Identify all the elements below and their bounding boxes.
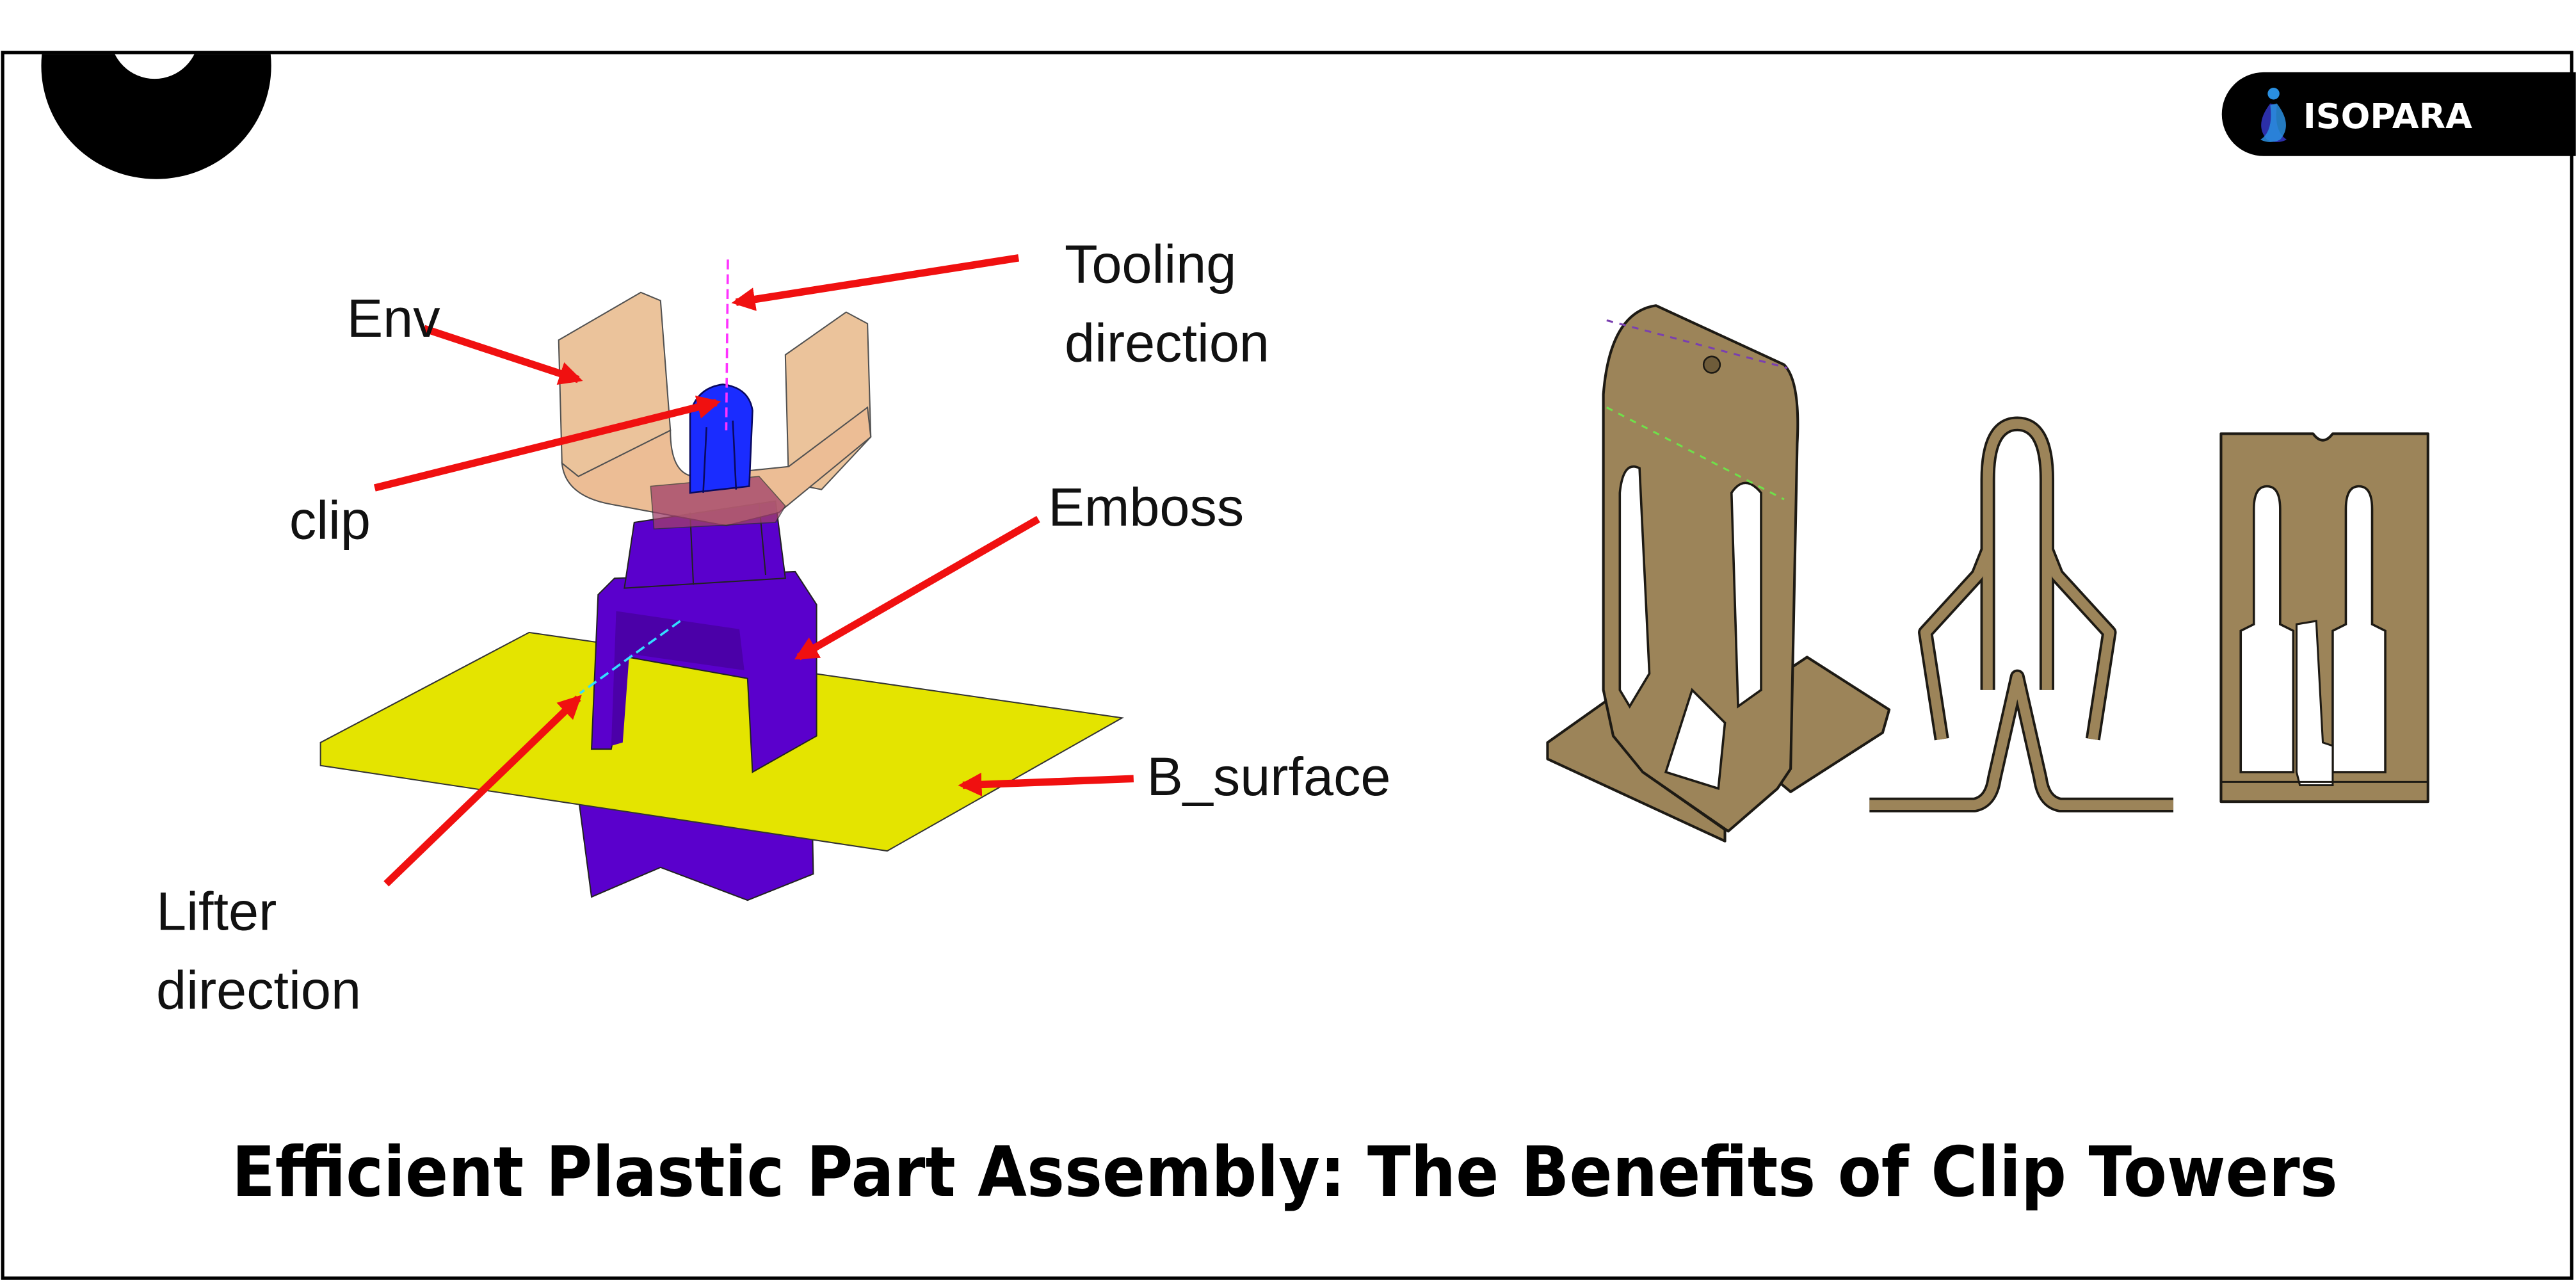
- arrow-env: [423, 325, 583, 385]
- label-emboss: Emboss: [1048, 476, 1244, 537]
- label-env: Env: [347, 287, 441, 348]
- arrow-tooling: [731, 254, 1020, 311]
- label-lifter-line1: Lifter: [156, 880, 277, 941]
- metal-clip-front-view: [2219, 432, 2429, 803]
- env-part: [558, 291, 872, 527]
- label-tooling-line1: Tooling: [1065, 233, 1236, 294]
- label-lifter-line2: direction: [156, 959, 361, 1020]
- label-tooling-line2: direction: [1065, 312, 1269, 373]
- arrow-b-surface: [958, 772, 1134, 796]
- label-b-surface: B_surface: [1147, 746, 1390, 807]
- isopara-logo-icon: [2260, 88, 2287, 142]
- page-title: Efficient Plastic Part Assembly: The Ben…: [232, 1133, 2338, 1213]
- arrow-lifter: [383, 695, 582, 887]
- lifter-direction-line: [579, 620, 681, 695]
- frame-border: [1, 51, 2573, 1280]
- tooling-direction-line: [725, 259, 729, 431]
- blue-clip: [689, 383, 753, 494]
- arrow-emboss: [794, 515, 1040, 661]
- tower-inner-face: [611, 611, 745, 746]
- label-clip: clip: [289, 490, 371, 551]
- metal-clip-side-view: [1869, 416, 2174, 812]
- clip-tower-diagram: Env Tooling direction clip Emboss B_surf…: [156, 233, 1390, 1020]
- isopara-logo: ISOPARA: [2221, 72, 2576, 156]
- metal-clip-isometric: [1546, 304, 1891, 843]
- arrow-clip: [373, 395, 721, 492]
- brand-name: ISOPARA: [2303, 96, 2472, 136]
- decorative-ring: [41, 54, 271, 179]
